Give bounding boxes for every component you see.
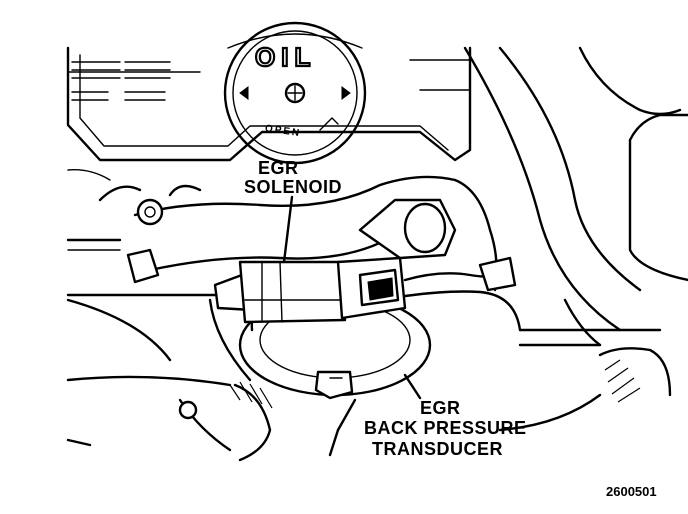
cap-oil-text: OIL (255, 42, 316, 72)
figure-number: 2600501 (606, 484, 657, 499)
lower-frame (66, 169, 252, 382)
oil-filler-cap: OIL OPEN (223, 21, 367, 165)
air-tube (66, 375, 273, 462)
egr-solenoid (213, 256, 522, 332)
transducer-label-line2: BACK PRESSURE (364, 418, 527, 438)
cover-ribs (67, 61, 201, 101)
transducer-label-line1: EGR (420, 398, 461, 418)
egr-solenoid-label-line2: SOLENOID (244, 177, 342, 197)
egr-solenoid-label-line1: EGR (258, 158, 299, 178)
right-side-components (463, 46, 688, 403)
cap-open-text: OPEN (264, 123, 302, 139)
solenoid-leader (282, 195, 294, 264)
transducer-label-line3: TRANSDUCER (372, 439, 503, 459)
leader-lines (282, 195, 602, 457)
transducer-leader-1 (403, 373, 422, 400)
valve-cover (66, 46, 472, 162)
transducer-leader-2 (336, 398, 357, 432)
vacuum-hose (126, 175, 498, 292)
transducer-leader-3 (328, 428, 340, 457)
